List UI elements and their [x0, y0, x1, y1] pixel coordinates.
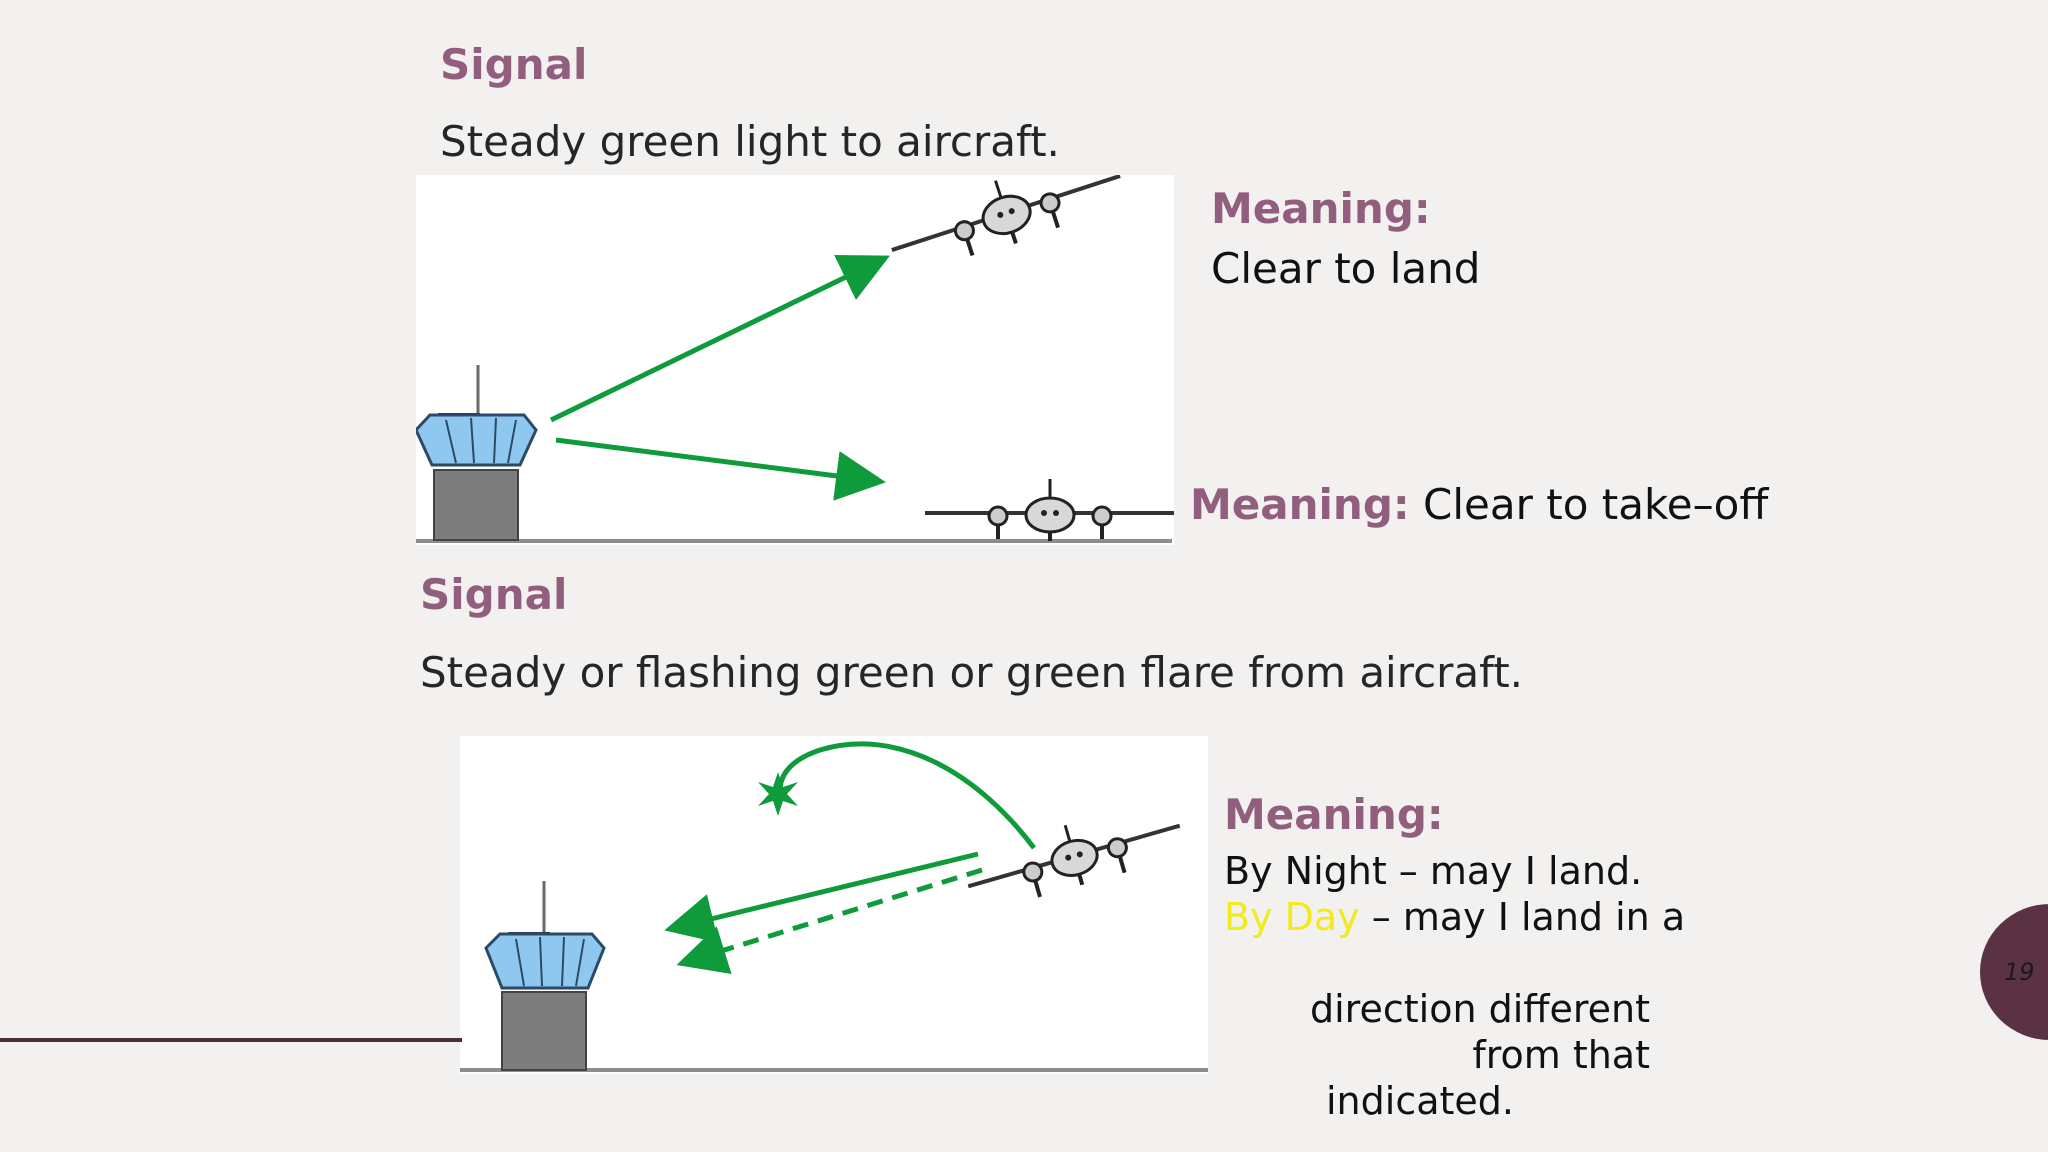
meaning-line-4: from that	[1472, 1033, 1650, 1077]
signal-text-1: Steady green light to aircraft.	[440, 117, 1060, 166]
airplane-icon	[891, 175, 1121, 257]
meaning-row-2: Meaning: Clear to take–off	[1190, 480, 1768, 529]
green-arrow-icon	[555, 437, 886, 501]
green-arrow-icon	[549, 254, 890, 423]
page-number: 19	[2004, 958, 2035, 986]
meaning-text-3-continued: direction different from that	[1224, 986, 1650, 1078]
green-arrow-icon	[664, 851, 979, 943]
signal-text-2: Steady or flashing green or green flare …	[420, 648, 1524, 697]
airplane-icon	[925, 479, 1174, 541]
illustration-green-flare-from-aircraft	[460, 736, 1208, 1074]
meaning-heading-1: Meaning:	[1211, 184, 1431, 233]
signal-heading-1: Signal	[440, 40, 588, 89]
signal-heading-2: Signal	[420, 570, 568, 619]
meaning-heading-3: Meaning:	[1224, 790, 1444, 839]
control-tower-icon	[416, 365, 538, 541]
meaning-line-1: By Night – may I land.	[1224, 849, 1643, 893]
airplane-icon	[967, 823, 1181, 898]
by-day-highlight: By Day	[1224, 895, 1360, 939]
control-tower-icon	[484, 881, 606, 1071]
meaning-line-3: direction different	[1310, 987, 1650, 1031]
meaning-heading-2: Meaning:	[1190, 480, 1410, 529]
meaning-line-5: indicated.	[1326, 1079, 1514, 1123]
meaning-text-2: Clear to take–off	[1423, 480, 1769, 529]
flare-trajectory	[777, 741, 1036, 850]
meaning-text-3: By Night – may I land. By Day – may I la…	[1224, 848, 1685, 940]
meaning-line-2-rest: – may I land in a	[1359, 895, 1686, 939]
meaning-line-2: By Day – may I land in a	[1224, 894, 1685, 940]
illustration-green-light-to-aircraft	[416, 175, 1174, 545]
bottom-rule	[0, 1038, 462, 1042]
meaning-text-1: Clear to land	[1211, 244, 1481, 293]
flare-burst-icon	[758, 772, 798, 816]
